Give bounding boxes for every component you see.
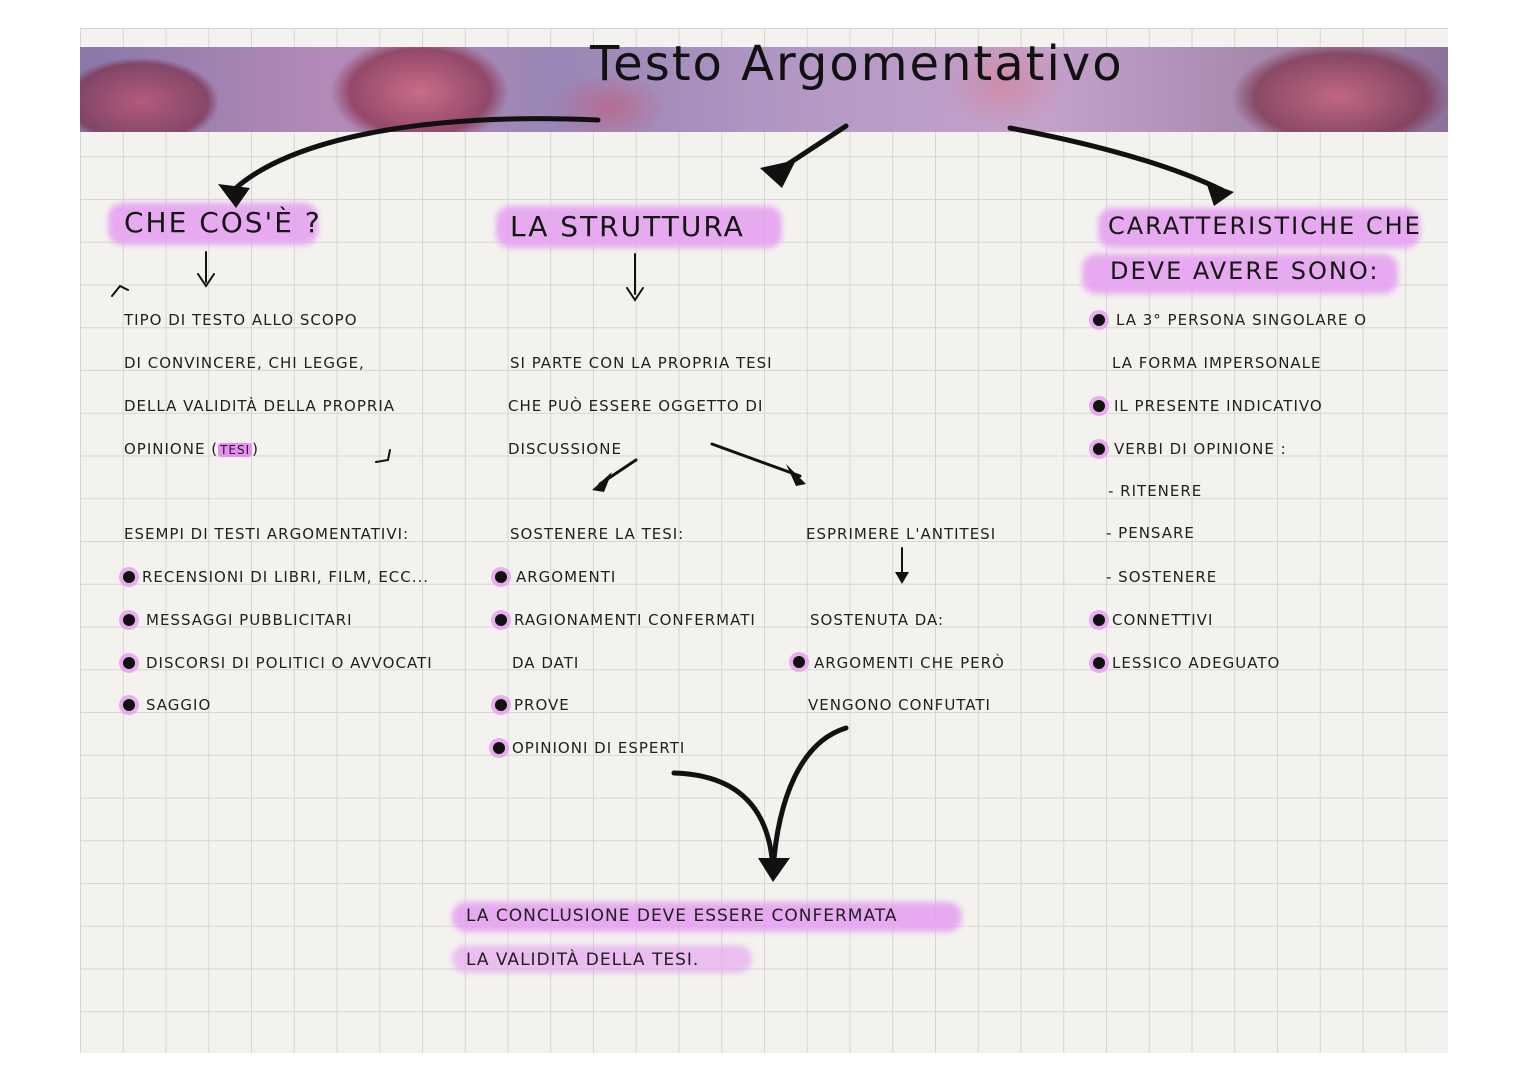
bullet-icon (495, 699, 507, 711)
heading-che-cose: Che cos'è ? (124, 206, 322, 239)
list-item: Connettivi (1112, 611, 1214, 629)
sostenere-heading: Sostenere la tesi: (510, 525, 685, 543)
branch-arrow-right (710, 442, 802, 478)
definition-line: opinione (tesi) (124, 440, 259, 458)
list-item: Lessico adeguato (1112, 654, 1281, 672)
bullet-icon (1093, 400, 1105, 412)
list-item: - sostenere (1106, 568, 1218, 586)
examples-heading: Esempi di testi argomentativi: (124, 525, 410, 543)
arrow-to-caratteristiche (1007, 125, 1225, 193)
definition-line: della validità della propria (124, 397, 396, 415)
list-item: Opinioni di esperti (512, 739, 686, 757)
list-item: Recensioni di libri, film, ecc... (142, 568, 430, 586)
arrowhead-icon (1206, 182, 1234, 206)
list-item: Messaggi pubblicitari (146, 611, 353, 629)
intro-line: discussione (508, 440, 622, 458)
list-item: Il presente indicativo (1114, 397, 1323, 415)
arrow-to-conclusione-right (770, 725, 849, 873)
bullet-icon (493, 742, 505, 754)
conclusion-line: la validità della tesi. (466, 950, 700, 970)
arrowhead-icon (786, 464, 806, 486)
arrowhead-icon (895, 572, 909, 584)
arrowhead-icon (760, 160, 796, 188)
arrowhead-icon (592, 472, 612, 492)
list-item: La 3° persona singolare o (1116, 311, 1368, 329)
list-item: la forma impersonale (1112, 354, 1322, 372)
heading-struttura: La struttura (510, 210, 745, 243)
list-item: Argomenti che però (814, 654, 1005, 672)
list-item: da dati (512, 654, 580, 672)
list-item: Discorsi di politici o avvocati (146, 654, 433, 672)
definition-line: Tipo di testo allo scopo (124, 311, 358, 329)
bullet-icon (123, 571, 135, 583)
corner-mark-icon (111, 284, 129, 297)
intro-line: Si parte con la propria tesi (510, 354, 773, 372)
list-item: - pensare (1106, 524, 1195, 542)
small-arrow-down-icon (197, 251, 215, 288)
bullet-icon (123, 699, 135, 711)
bullet-icon (123, 657, 135, 669)
definition-opinione: opinione (124, 440, 206, 458)
bullet-icon (793, 656, 805, 668)
heading-caratteristiche: Caratteristiche che (1108, 212, 1422, 240)
bullet-icon (1093, 614, 1105, 626)
list-item: Argomenti (516, 568, 617, 586)
list-item: vengono confutati (808, 696, 991, 714)
conclusion-line: La conclusione deve essere confermata (466, 906, 898, 926)
arrowhead-icon (218, 184, 250, 208)
definition-line: di convincere, chi legge, (124, 354, 365, 372)
arrow-to-che-cose (233, 116, 601, 191)
page-title: Testo Argomentativo (590, 36, 1124, 92)
bullet-icon (1093, 314, 1105, 326)
bullet-icon (495, 571, 507, 583)
list-item: Verbi di opinione : (1114, 440, 1287, 458)
corner-mark-icon (375, 449, 391, 463)
title-banner (80, 47, 1448, 132)
bullet-icon (1093, 443, 1105, 455)
bullet-icon (495, 614, 507, 626)
list-item: Saggio (146, 696, 212, 714)
intro-line: che può essere oggetto di (508, 397, 764, 415)
antitesi-heading: Esprimere l'antitesi (806, 525, 997, 543)
small-arrow-down-icon (626, 253, 644, 302)
sostenuta-heading: Sostenuta da: (810, 611, 945, 629)
list-item: Ragionamenti confermati (514, 611, 756, 629)
bullet-icon (123, 614, 135, 626)
tesi-highlight: tesi (218, 443, 253, 457)
arrowhead-icon (758, 858, 790, 882)
list-item: - ritenere (1108, 482, 1203, 500)
arrow-to-conclusione-left (671, 770, 776, 873)
list-item: Prove (514, 696, 570, 714)
bullet-icon (1093, 657, 1105, 669)
heading-caratteristiche-2: deve avere sono: (1110, 257, 1380, 285)
